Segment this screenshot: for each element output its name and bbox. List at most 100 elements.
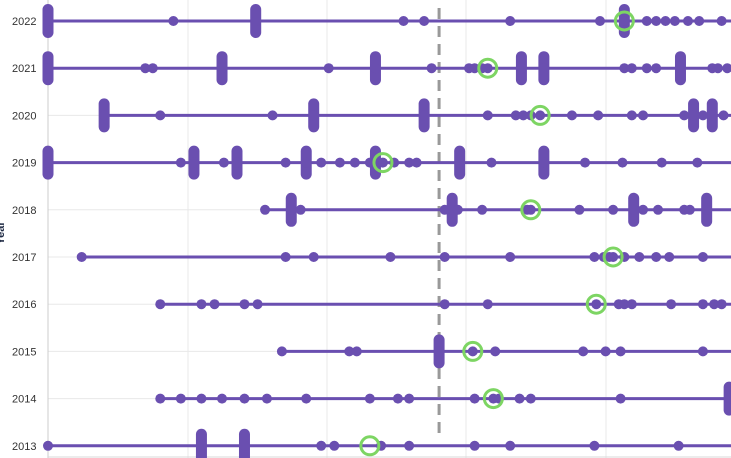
data-point — [477, 204, 488, 215]
highlight-ring — [372, 152, 394, 174]
data-point — [716, 16, 727, 26]
data-point — [651, 252, 662, 262]
data-point — [591, 299, 602, 310]
data-point — [344, 346, 355, 357]
data-point — [469, 440, 480, 451]
data-point — [392, 393, 403, 404]
data-point — [482, 110, 493, 121]
data-point — [155, 393, 166, 404]
data-point — [155, 110, 166, 121]
data-point — [276, 346, 287, 357]
series-2019 — [42, 145, 731, 180]
highlight-ring — [602, 246, 624, 268]
series-2020 — [98, 98, 731, 133]
data-point — [626, 299, 637, 310]
data-point — [641, 63, 652, 74]
data-point — [486, 157, 497, 168]
label-layer: 2022202120202019201820172016201520142013… — [0, 16, 36, 453]
y-tick-label: 2015 — [12, 346, 36, 358]
data-point — [308, 252, 319, 262]
series-2014 — [155, 381, 731, 416]
y-tick-label: 2016 — [12, 299, 36, 311]
data-point — [286, 204, 297, 215]
data-point — [452, 204, 463, 215]
data-point — [351, 346, 362, 357]
series-2018 — [260, 192, 731, 227]
data-point — [684, 204, 695, 215]
data-point — [615, 393, 626, 404]
data-point — [634, 252, 645, 262]
data-point — [411, 157, 422, 168]
data-point — [76, 252, 87, 262]
data-point — [595, 16, 606, 26]
data-point — [701, 204, 712, 215]
y-tick-label: 2020 — [12, 110, 36, 122]
data-point — [301, 393, 312, 404]
data-point — [267, 110, 278, 121]
data-point — [490, 346, 501, 357]
data-point — [525, 393, 536, 404]
data-point — [641, 16, 652, 26]
data-point — [364, 393, 375, 404]
data-point — [43, 157, 53, 168]
data-point — [538, 63, 549, 74]
y-axis-title: Year — [0, 221, 7, 245]
highlight-ring — [482, 388, 504, 410]
y-tick-label: 2019 — [12, 158, 36, 170]
series-2017 — [76, 246, 731, 268]
data-point — [140, 63, 151, 74]
series-2021 — [42, 51, 731, 86]
data-point — [514, 393, 525, 404]
data-point — [316, 157, 327, 168]
data-point — [316, 440, 327, 451]
highlight-ring — [613, 10, 635, 32]
highlight-ring — [462, 340, 484, 362]
data-point — [467, 346, 478, 357]
data-point — [619, 16, 630, 26]
data-point — [589, 252, 600, 262]
y-tick-label: 2021 — [12, 63, 36, 75]
data-point — [334, 157, 345, 168]
data-point — [469, 393, 480, 404]
data-point — [239, 440, 250, 451]
data-point — [638, 110, 649, 121]
data-point — [209, 299, 220, 310]
data-point — [651, 16, 662, 26]
data-point — [239, 393, 250, 404]
data-point — [404, 157, 415, 168]
data-point — [518, 110, 529, 121]
data-point — [574, 204, 585, 215]
data-point — [679, 110, 690, 121]
data-point — [329, 440, 340, 451]
data-point — [589, 440, 600, 451]
highlight-ring — [520, 199, 542, 221]
data-point — [168, 16, 179, 26]
data-point — [323, 63, 334, 74]
data-point — [688, 110, 699, 121]
data-point — [196, 299, 207, 310]
data-point — [505, 440, 516, 451]
data-point — [697, 110, 708, 121]
data-point — [196, 440, 207, 451]
data-point — [308, 110, 319, 121]
y-tick-label: 2014 — [12, 394, 36, 406]
data-point — [525, 204, 536, 215]
data-point — [398, 16, 409, 26]
series-2022 — [42, 4, 731, 38]
data-point — [295, 204, 306, 215]
data-point — [434, 346, 445, 357]
data-point — [615, 346, 626, 357]
data-point — [439, 299, 450, 310]
data-point — [626, 63, 637, 74]
data-point — [638, 204, 649, 215]
data-point — [404, 440, 415, 451]
data-point — [454, 157, 465, 168]
data-point — [682, 16, 693, 26]
data-point — [280, 252, 291, 262]
highlight-ring — [359, 435, 381, 457]
series-layer — [42, 4, 731, 458]
data-point — [175, 157, 186, 168]
data-point — [252, 299, 263, 310]
data-point — [385, 252, 396, 262]
